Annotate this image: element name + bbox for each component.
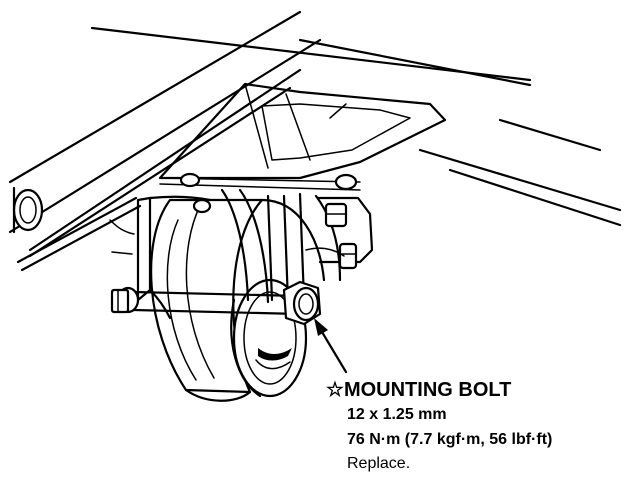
crossmember-bracket [158, 82, 447, 191]
callout-note: Replace. [347, 455, 411, 472]
callout-title: ☆MOUNTING BOLT [326, 380, 511, 400]
star-icon: ☆ [326, 379, 344, 401]
mounting-bolt [282, 280, 322, 326]
frame-rails [8, 10, 622, 272]
callout-leader [314, 318, 348, 374]
callout-torque: 76 N·m (7.7 kgf·m, 56 lbf·ft) [347, 431, 553, 448]
through-bolt [110, 286, 302, 316]
inner-bracket-plates [192, 188, 342, 304]
right-bracket [305, 196, 374, 270]
callout-title-text: MOUNTING BOLT [343, 379, 512, 401]
callout-size: 12 x 1.25 mm [347, 406, 447, 423]
